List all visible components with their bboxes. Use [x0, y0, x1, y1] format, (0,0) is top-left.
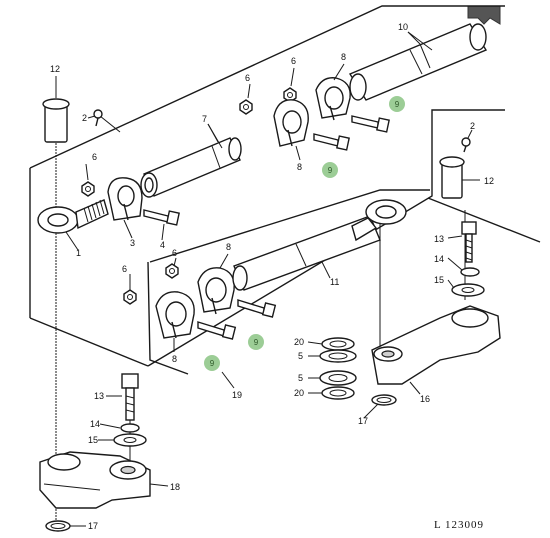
nut-6-c	[283, 87, 297, 103]
steering-arm-18	[39, 451, 151, 509]
bolt-9-upper-left	[313, 133, 350, 151]
label-6-c: 6	[291, 56, 296, 66]
tie-rod-end-1	[37, 199, 109, 234]
nut-6-b	[239, 99, 253, 115]
label-13-right: 13	[434, 234, 444, 244]
label-5-top: 5	[298, 351, 303, 361]
leader-lines	[55, 31, 480, 527]
pin-12-left	[42, 98, 70, 143]
washer-14-right	[460, 267, 480, 277]
label-4: 4	[160, 240, 165, 250]
grease-fitting-right	[461, 137, 471, 153]
label-6-d: 6	[122, 264, 127, 274]
part-labels: 12 2 6 6 6 8 10 7 1 3 4 8 6 6 8 11 8 19 …	[50, 22, 494, 531]
washer-14-left	[120, 423, 140, 433]
label-6-b: 6	[245, 73, 250, 83]
highlight-9-lower-right: 9	[248, 334, 264, 350]
label-8-a: 8	[341, 52, 346, 62]
label-17-left: 17	[88, 521, 98, 531]
label-14-left: 14	[90, 419, 100, 429]
label-19: 19	[232, 390, 242, 400]
label-8-c: 8	[226, 242, 231, 252]
bolt-4	[143, 209, 180, 226]
clamp-3	[107, 177, 143, 221]
clamp-8-lower-right	[197, 267, 235, 315]
nut-6-d	[123, 289, 137, 305]
label-3: 3	[130, 238, 135, 248]
svg-text:9: 9	[210, 359, 215, 368]
tube-11-assembly	[232, 199, 407, 291]
lower-frame	[147, 189, 541, 375]
label-1: 1	[76, 248, 81, 258]
label-6-a: 6	[92, 152, 97, 162]
svg-text:9: 9	[254, 338, 259, 347]
svg-text:9: 9	[395, 100, 400, 109]
label-5-bottom: 5	[298, 373, 303, 383]
clamp-8-lower-left	[155, 291, 195, 339]
label-2-left: 2	[82, 113, 87, 123]
bolt-9-lower-left	[197, 321, 237, 340]
clamp-8-upper-mid	[273, 99, 309, 147]
label-18: 18	[170, 482, 180, 492]
arrow-corner-icon	[467, 5, 501, 25]
highlight-9-upper-left: 9	[322, 162, 338, 178]
seal-stack	[319, 337, 357, 400]
bolt-13-left	[121, 373, 139, 421]
label-8-b: 8	[297, 162, 302, 172]
label-20-top: 20	[294, 337, 304, 347]
steering-arm-16	[371, 305, 501, 385]
label-12-left: 12	[50, 64, 60, 74]
grease-fitting-left	[93, 109, 103, 127]
figure-id: L 123009	[434, 519, 484, 531]
bolt-9-upper-right	[351, 115, 390, 133]
label-16: 16	[420, 394, 430, 404]
highlight-9-lower-left: 9	[204, 355, 220, 371]
label-15-left: 15	[88, 435, 98, 445]
snap-ring-17-right	[371, 394, 397, 406]
svg-text:9: 9	[328, 166, 333, 175]
bolt-9-lower-right	[237, 299, 277, 318]
clamp-8-upper-right	[315, 77, 351, 121]
label-6-e: 6	[172, 248, 177, 258]
label-20-bottom: 20	[294, 388, 304, 398]
pin-12-right	[439, 156, 465, 199]
label-10: 10	[398, 22, 408, 32]
snap-ring-17-left	[45, 520, 71, 532]
washer-15-left	[113, 433, 147, 447]
label-15-right: 15	[434, 275, 444, 285]
nut-6-a	[81, 181, 95, 197]
label-11: 11	[330, 277, 339, 287]
label-14-right: 14	[434, 254, 444, 264]
upper-frame	[29, 5, 505, 367]
label-8-d: 8	[172, 354, 177, 364]
nut-6-e	[165, 263, 179, 279]
washer-15-right	[451, 283, 485, 297]
label-2-right: 2	[470, 121, 475, 131]
highlight-9-upper-right: 9	[389, 96, 405, 112]
label-17-right: 17	[358, 416, 368, 426]
bolt-13-right	[461, 221, 477, 263]
tube-7	[140, 137, 242, 198]
label-12-right: 12	[484, 176, 494, 186]
label-13-left: 13	[94, 391, 104, 401]
label-7: 7	[202, 114, 207, 124]
tube-10	[348, 23, 488, 101]
